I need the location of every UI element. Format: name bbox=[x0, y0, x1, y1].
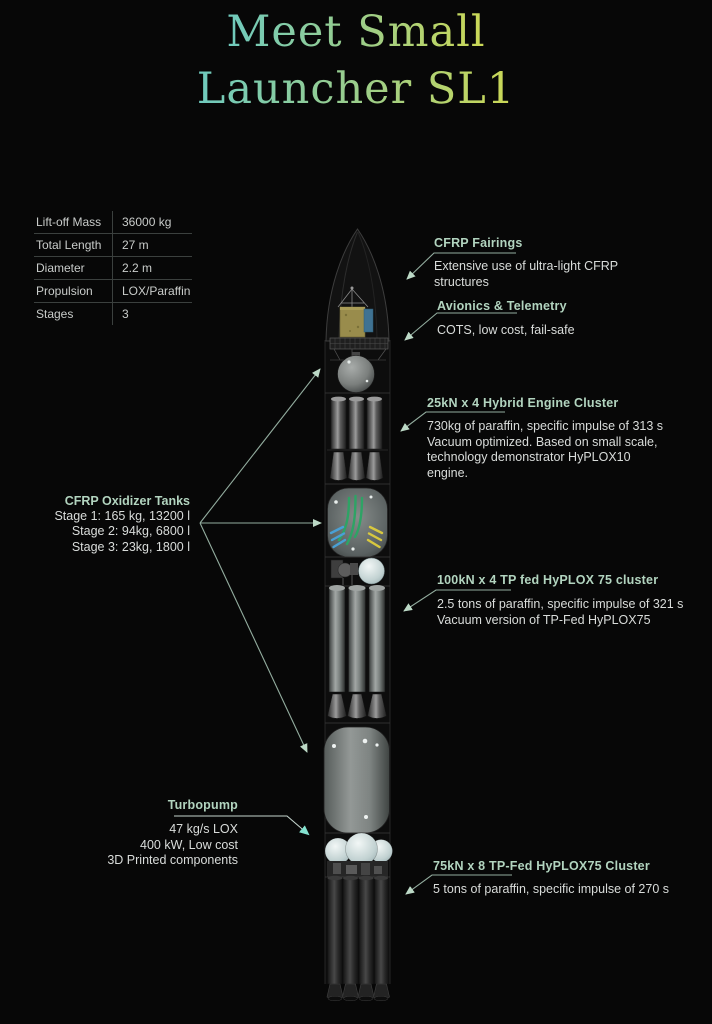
table-row: Total Length 27 m bbox=[34, 234, 192, 257]
callout-line: 730kg of paraffin, specific impulse of 3… bbox=[427, 419, 664, 433]
callout-line: engine. bbox=[427, 465, 469, 480]
callout-line: Stage 3: 23kg, 1800 l bbox=[71, 539, 190, 554]
callout-line: 5 tons of paraffin, specific impulse of … bbox=[433, 882, 670, 896]
callout-line: 3D Printed components bbox=[107, 853, 238, 867]
callout-hybrid-cluster-body: 730kg of paraffin, specific impulse of 3… bbox=[427, 419, 663, 481]
callout-line: Vacuum version of TP-Fed HyPLOX75 bbox=[437, 612, 651, 627]
callout-line: 47 kg/s LOX bbox=[169, 822, 238, 836]
callout-avionics-heading: Avionics & Telemetry bbox=[437, 299, 567, 313]
hyplox75-arrow bbox=[403, 589, 511, 612]
callout-line: 400 kW, Low cost bbox=[140, 837, 238, 852]
spec-label: Total Length bbox=[36, 238, 102, 252]
payload-adapter-truss bbox=[329, 337, 389, 361]
stage1-engine-cluster bbox=[326, 875, 390, 1002]
turbopump-arrow bbox=[174, 815, 310, 836]
company-logo bbox=[329, 494, 384, 549]
callout-line: structures bbox=[434, 274, 489, 289]
page-title: Meet Small Launcher SL1 bbox=[0, 4, 712, 118]
fairings-arrow bbox=[406, 252, 516, 280]
stage1-oxidizer-tank bbox=[323, 726, 390, 834]
callout-line: Extensive use of ultra-light CFRP bbox=[434, 259, 619, 273]
avionics-arrow bbox=[404, 312, 517, 341]
table-row: Lift-off Mass 36000 kg bbox=[34, 211, 192, 234]
payload-satellite bbox=[337, 286, 374, 338]
stage1-cluster-arrow bbox=[405, 874, 512, 895]
spec-value: 3 bbox=[112, 303, 192, 325]
stage2-engine-cluster bbox=[327, 585, 387, 719]
callout-line: COTS, low cost, fail-safe bbox=[437, 323, 575, 337]
spec-label: Diameter bbox=[36, 261, 85, 275]
callout-line: 2.5 tons of paraffin, specific impulse o… bbox=[437, 597, 684, 611]
rocket-illustration bbox=[323, 228, 393, 1002]
callout-line: Vacuum optimized. Based on small scale, bbox=[427, 434, 658, 449]
callout-turbopump-body: 47 kg/s LOX 400 kW, Low cost 3D Printed … bbox=[107, 822, 238, 869]
spec-table: Lift-off Mass 36000 kg Total Length 27 m… bbox=[34, 211, 192, 325]
stage2-oxidizer-tank bbox=[327, 487, 388, 558]
callout-hyplox75-body: 2.5 tons of paraffin, specific impulse o… bbox=[437, 597, 683, 628]
callout-line: Stage 2: 94kg, 6800 l bbox=[71, 524, 190, 539]
stage1-machinery bbox=[325, 861, 390, 878]
callout-hybrid-cluster-heading: 25kN x 4 Hybrid Engine Cluster bbox=[427, 396, 619, 410]
table-row: Stages 3 bbox=[34, 303, 192, 325]
stage1-turbopump-spheres bbox=[324, 832, 393, 866]
stage3-engine-cluster bbox=[327, 396, 388, 481]
callout-oxidizer-tanks: CFRP Oxidizer Tanks Stage 1: 165 kg, 132… bbox=[54, 494, 190, 555]
oxidizer-arrow-up bbox=[199, 368, 321, 524]
table-row: Diameter 2.2 m bbox=[34, 257, 192, 280]
spec-value: 36000 kg bbox=[112, 211, 192, 233]
callout-stage1-cluster-heading: 75kN x 8 TP-Fed HyPLOX75 Cluster bbox=[433, 859, 650, 873]
callout-leader-lines bbox=[174, 252, 517, 895]
spec-value: 2.2 m bbox=[112, 257, 192, 279]
spec-label: Stages bbox=[36, 307, 74, 321]
spec-value: LOX/Paraffin bbox=[112, 280, 192, 302]
callout-stage1-cluster-body: 5 tons of paraffin, specific impulse of … bbox=[433, 882, 669, 898]
spec-label: Lift-off Mass bbox=[36, 215, 102, 229]
callout-fairings-heading: CFRP Fairings bbox=[434, 236, 523, 250]
oxidizer-arrow-down bbox=[199, 522, 308, 753]
stage3-oxidizer-sphere bbox=[337, 352, 375, 393]
callout-oxidizer-tanks-heading: CFRP Oxidizer Tanks bbox=[64, 494, 190, 508]
callout-fairings-body: Extensive use of ultra-light CFRP struct… bbox=[434, 259, 618, 290]
payload-solar-panel bbox=[363, 308, 374, 333]
spec-value: 27 m bbox=[112, 234, 192, 256]
stage2-turbopump-assembly bbox=[330, 557, 385, 585]
title-line-1: Meet Small bbox=[226, 7, 486, 57]
callout-hyplox75-heading: 100kN x 4 TP fed HyPLOX 75 cluster bbox=[437, 573, 659, 587]
hybrid-cluster-arrow bbox=[400, 411, 505, 432]
title-line-2: Launcher SL1 bbox=[196, 64, 516, 114]
callout-avionics-body: COTS, low cost, fail-safe bbox=[437, 323, 575, 339]
pressurant-sphere bbox=[358, 557, 385, 585]
callout-line: technology demonstrator HyPLOX10 bbox=[427, 450, 631, 464]
table-row: Propulsion LOX/Paraffin bbox=[34, 280, 192, 303]
callout-line: Stage 1: 165 kg, 13200 l bbox=[54, 509, 190, 524]
spec-label: Propulsion bbox=[36, 284, 93, 298]
callout-turbopump-heading: Turbopump bbox=[167, 798, 238, 812]
